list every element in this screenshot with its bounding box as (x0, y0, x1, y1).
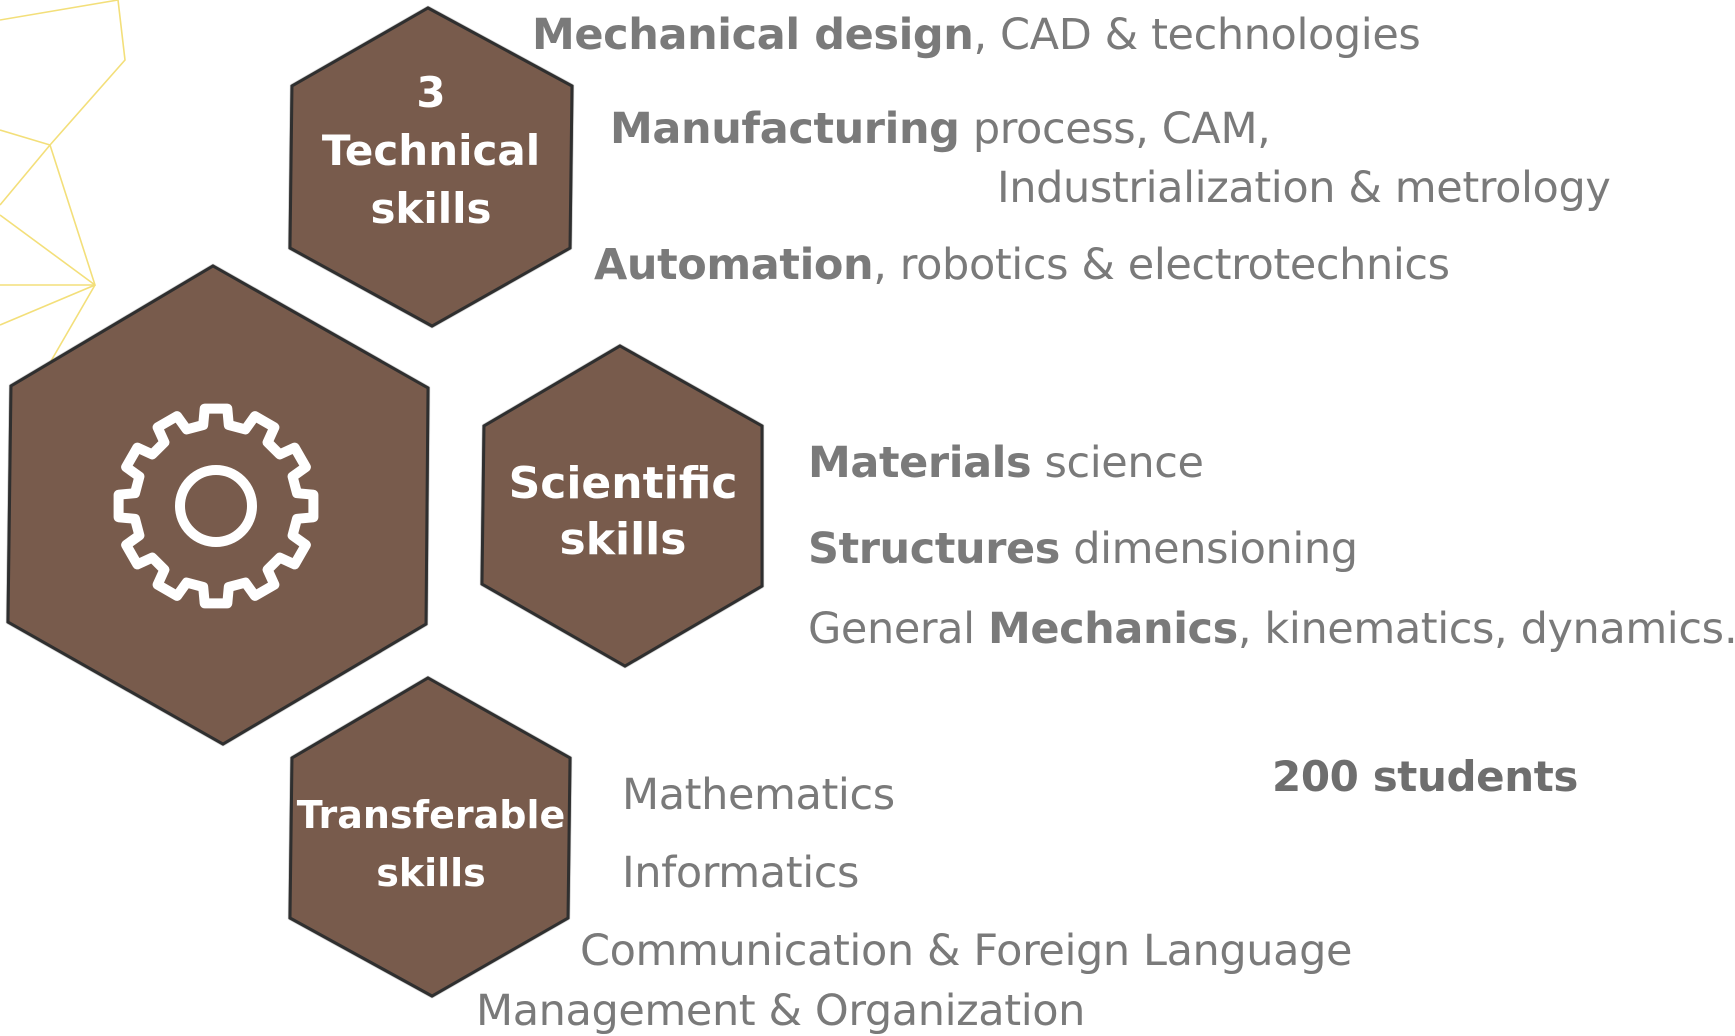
transferable-skills-title: Transferable (296, 793, 566, 837)
technical-skills-hexagon: 3 Technical skills (288, 6, 574, 328)
technical-skills-subtitle: skills (370, 184, 492, 233)
transferable-item-communication: Communication & Foreign Language (580, 926, 1353, 976)
scientific-item-mechanics: General Mechanics, kinematics, dynamics… (808, 604, 1735, 654)
transferable-item-management: Management & Organization (476, 986, 1086, 1036)
technical-skills-count: 3 (416, 68, 446, 117)
transferable-item-informatics: Informatics (622, 848, 859, 898)
technical-item-manufacturing-continued: Industrialization & metrology (997, 163, 1611, 213)
transferable-skills-hexagon: Transferable skills (288, 676, 572, 998)
scientific-skills-hexagon: Scientific skills (480, 344, 764, 668)
technical-item-manufacturing: Manufacturing process, CAM, (610, 104, 1271, 154)
transferable-skills-subtitle: skills (376, 851, 486, 895)
decorative-line-pattern (0, 0, 126, 380)
transferable-item-mathematics: Mathematics (622, 770, 895, 820)
scientific-item-materials: Materials science (808, 438, 1204, 488)
scientific-item-structures: Structures dimensioning (808, 524, 1358, 574)
hub-hexagon (6, 264, 430, 746)
technical-skills-title: Technical (321, 126, 541, 175)
scientific-skills-title: Scientific (508, 458, 738, 509)
technical-item-mechanical: Mechanical design, CAD & technologies (532, 10, 1421, 60)
scientific-skills-subtitle: skills (559, 514, 687, 565)
technical-item-automation: Automation, robotics & electrotechnics (594, 240, 1450, 290)
student-count: 200 students (1272, 752, 1578, 801)
gear-icon (113, 403, 319, 609)
